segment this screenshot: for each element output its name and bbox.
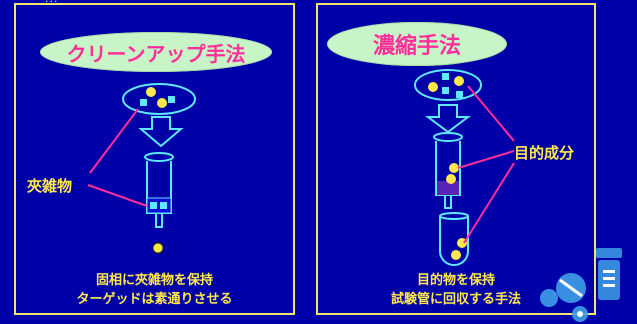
target-pointer-line bbox=[457, 150, 515, 169]
cleanup-caption: 固相に夾雑物を保持 ターゲッドは素通りさせる bbox=[16, 271, 293, 309]
cleanup-title: クリーンアップ手法 bbox=[66, 41, 246, 66]
concentration-caption: 目的物を保持 試験管に回収する手法 bbox=[318, 271, 594, 309]
column-top bbox=[144, 152, 174, 162]
collected-target-dot bbox=[451, 250, 461, 260]
impurity-square bbox=[140, 99, 147, 106]
impurity-label: 夾雑物 bbox=[27, 177, 73, 195]
eluted-target-dot bbox=[152, 242, 164, 254]
concentration-caption-line2: 試験管に回収する手法 bbox=[390, 292, 521, 307]
down-arrow-icon bbox=[425, 104, 471, 134]
target-molecule-dot bbox=[428, 82, 438, 92]
retained-target-dot bbox=[446, 174, 456, 184]
concentration-panel: 濃縮手法 目的成分 目的物を保持 試験管に回収する手法 bbox=[316, 3, 596, 315]
test-tube-rim bbox=[439, 212, 469, 220]
concentration-title: 濃縮手法 bbox=[372, 34, 461, 59]
cleanup-caption-line1: 固相に夾雑物を保持 bbox=[95, 273, 213, 288]
concentration-diagram bbox=[414, 69, 515, 266]
target-molecule-dot bbox=[157, 98, 167, 108]
retained-impurity bbox=[160, 202, 167, 209]
retained-impurity bbox=[150, 202, 157, 209]
cleanup-panel: クリーンアップ手法 夾雑物 固相に夾雑物を保持 ターゲッドは素通りさせる bbox=[14, 3, 295, 315]
sample-dish bbox=[414, 69, 482, 101]
target-pointer-line bbox=[463, 162, 515, 244]
test-tube bbox=[439, 216, 469, 266]
column-tip bbox=[155, 213, 163, 228]
impurity-pointer-line bbox=[89, 108, 139, 174]
cleanup-title-pill: クリーンアップ手法 bbox=[40, 32, 272, 72]
target-molecule-dot bbox=[146, 87, 156, 97]
impurity-square bbox=[168, 96, 175, 103]
impurity-pointer-line bbox=[87, 184, 148, 207]
impurity-square bbox=[456, 91, 463, 98]
concentration-caption-line1: 目的物を保持 bbox=[416, 273, 495, 288]
target-molecule-dot bbox=[454, 76, 464, 86]
impurity-square bbox=[442, 73, 449, 80]
column-tip bbox=[444, 195, 452, 209]
retained-target-dot bbox=[449, 163, 459, 173]
down-arrow-icon bbox=[138, 116, 184, 148]
sample-dish bbox=[122, 83, 196, 115]
top-text-fragment: ... bbox=[45, 0, 59, 5]
concentration-title-pill: 濃縮手法 bbox=[327, 22, 507, 66]
target-pointer-line bbox=[467, 85, 515, 142]
impurity-square bbox=[442, 87, 449, 94]
target-component-label: 目的成分 bbox=[514, 144, 575, 162]
solid-phase-bed bbox=[437, 181, 459, 195]
cleanup-caption-line2: ターゲッドは素通りさせる bbox=[76, 292, 233, 307]
cleanup-diagram bbox=[87, 83, 196, 254]
column-top bbox=[433, 132, 463, 142]
